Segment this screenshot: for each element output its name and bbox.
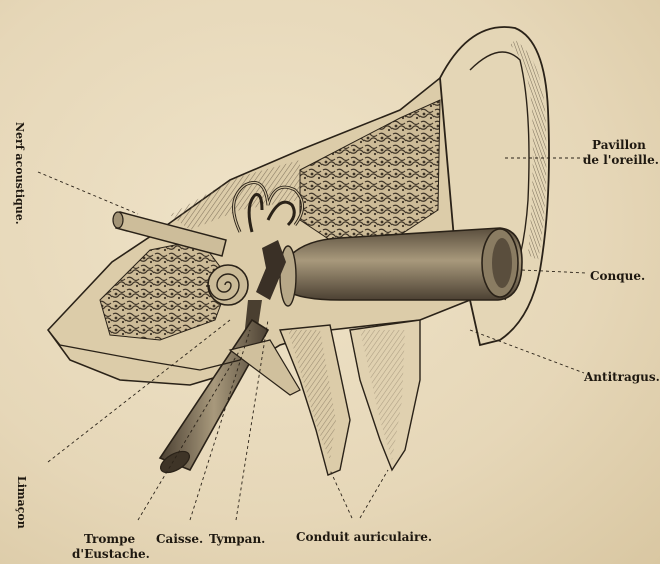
label-trompe-line2: d'Eustache. [72,547,150,561]
label-nerf-acoustique: Nerf acoustique. [12,122,26,225]
label-limacon: Limaçon [14,476,28,529]
canal-opening-inner [492,238,512,288]
label-conduit: Conduit auriculaire. [296,530,432,544]
label-pavillon-line2: de l'oreille. [583,153,659,167]
label-tympan: Tympan. [209,532,265,546]
mastoid-spongy-bone [300,100,440,240]
label-antitragus: Antitragus. [584,370,660,384]
label-conque: Conque. [590,269,645,283]
label-caisse: Caisse. [156,532,203,546]
label-trompe-line1: Trompe [84,532,135,546]
label-pavillon-line1: Pavillon [592,138,646,152]
